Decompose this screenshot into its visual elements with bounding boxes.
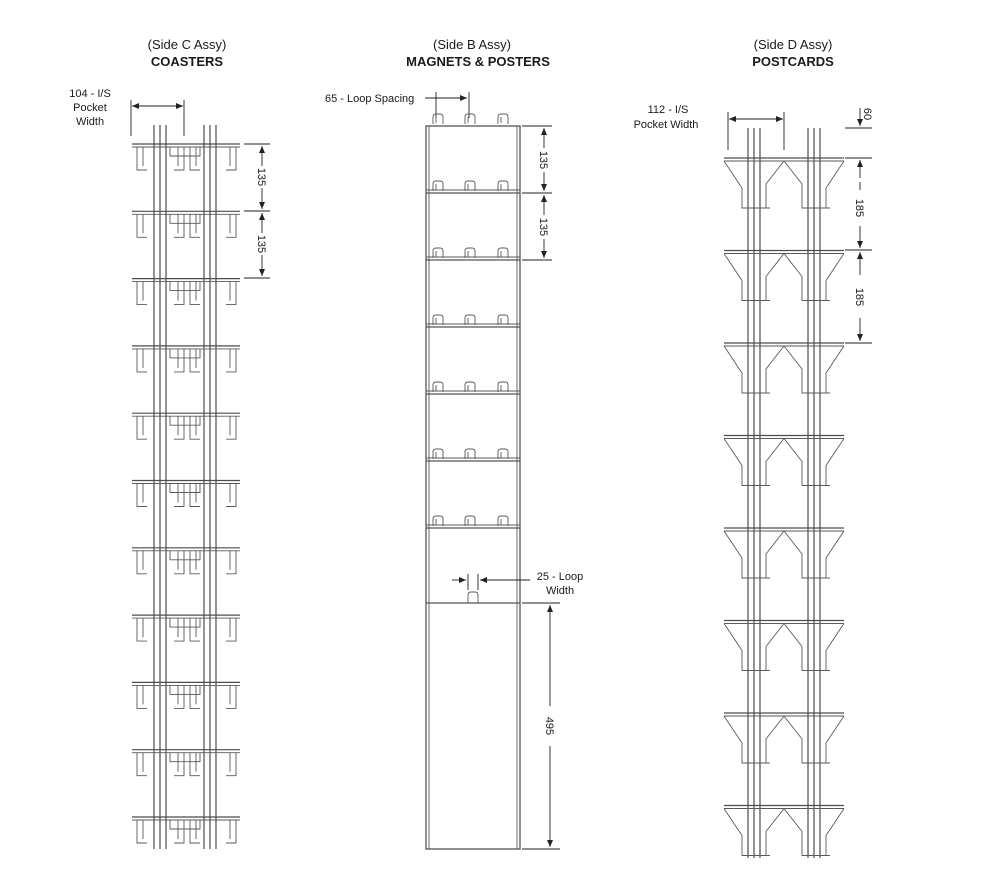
side-c-pitch-dimension: 135 135 (244, 143, 270, 279)
side-b-row (426, 180, 520, 194)
side-d-rails (747, 128, 821, 858)
side-d-pocket-width-dimension (727, 112, 785, 150)
side-b-pitch-dimension: 135 135 (522, 125, 552, 261)
side-d-top-offset: 60 (861, 108, 873, 120)
side-d-pitch-2: 185 (853, 288, 865, 306)
side-b-row (426, 314, 520, 328)
side-c-tier (132, 816, 240, 844)
side-b-loop-spacing-dimension: 65 - Loop Spacing (325, 92, 470, 118)
side-b-title: MAGNETS & POSTERS (406, 54, 550, 69)
side-b-subtitle: (Side B Assy) (433, 37, 511, 52)
side-c-tier (132, 143, 240, 171)
side-b-bottom-loop (426, 591, 520, 604)
side-c-pitch-1: 135 (255, 168, 267, 186)
side-d-pitch-1: 185 (853, 199, 865, 217)
side-d-title: POSTCARDS (752, 54, 834, 69)
side-d-tiers (723, 157, 845, 856)
side-b-bottom-height: 495 (543, 717, 555, 735)
side-b-rows (426, 113, 520, 529)
side-c-title: COASTERS (151, 54, 224, 69)
side-c-tiers (132, 143, 240, 844)
side-d-tier (723, 342, 845, 394)
side-c-rails (153, 125, 217, 849)
side-d-tier (723, 527, 845, 579)
side-b-row (426, 448, 520, 462)
side-c-subtitle: (Side C Assy) (148, 37, 227, 52)
side-b-frame (425, 125, 521, 850)
side-c-pocket-width-label-2: Pocket (73, 102, 107, 114)
side-b-row (426, 247, 520, 261)
side-b-row (426, 515, 520, 529)
side-c-tier (132, 614, 240, 642)
side-c-tier (132, 681, 240, 709)
side-b-row (432, 113, 509, 124)
side-b-loop-width-label-2: Width (546, 585, 574, 597)
side-d-tier (723, 434, 845, 486)
side-c-assembly: (Side C Assy) COASTERS 104 - I/S Pocket … (69, 37, 270, 849)
side-b-assembly: (Side B Assy) MAGNETS & POSTERS 65 - Loo… (325, 37, 583, 850)
side-d-tier (723, 804, 845, 856)
side-c-tier (132, 749, 240, 777)
side-d-tier (723, 249, 845, 301)
side-c-tier (132, 547, 240, 575)
side-d-pocket-width-label-1: 112 - I/S (648, 104, 689, 116)
side-d-assembly: (Side D Assy) POSTCARDS 112 - I/S Pocket… (634, 37, 873, 858)
side-d-top-offset-dimension: 60 (845, 108, 873, 178)
side-d-tier (723, 712, 845, 764)
side-c-tier (132, 412, 240, 440)
side-d-subtitle: (Side D Assy) (754, 37, 833, 52)
side-c-pocket-width-dimension (130, 100, 185, 136)
side-b-pitch-2: 135 (537, 218, 549, 236)
side-b-row (426, 381, 520, 395)
side-b-loop-width-label-1: 25 - Loop (537, 571, 583, 583)
side-b-loop-spacing-label: 65 - Loop Spacing (325, 93, 414, 105)
side-d-tier (723, 619, 845, 671)
side-c-tier (132, 210, 240, 238)
side-c-tier (132, 278, 240, 306)
side-c-pocket-width-label-1: 104 - I/S (69, 88, 111, 100)
side-c-tier (132, 345, 240, 373)
side-d-pitch-dimension: 185 185 (845, 182, 872, 344)
side-c-pitch-2: 135 (255, 235, 267, 253)
side-b-bottom-height-dimension: 495 (522, 602, 560, 850)
side-c-tier (132, 479, 240, 507)
side-b-loop-width-dimension: 25 - Loop Width (452, 571, 583, 597)
side-d-pocket-width-label-2: Pocket Width (634, 119, 699, 131)
side-b-pitch-1: 135 (537, 151, 549, 169)
side-d-tier (723, 157, 845, 209)
side-c-pocket-width-label-3: Width (76, 116, 104, 128)
